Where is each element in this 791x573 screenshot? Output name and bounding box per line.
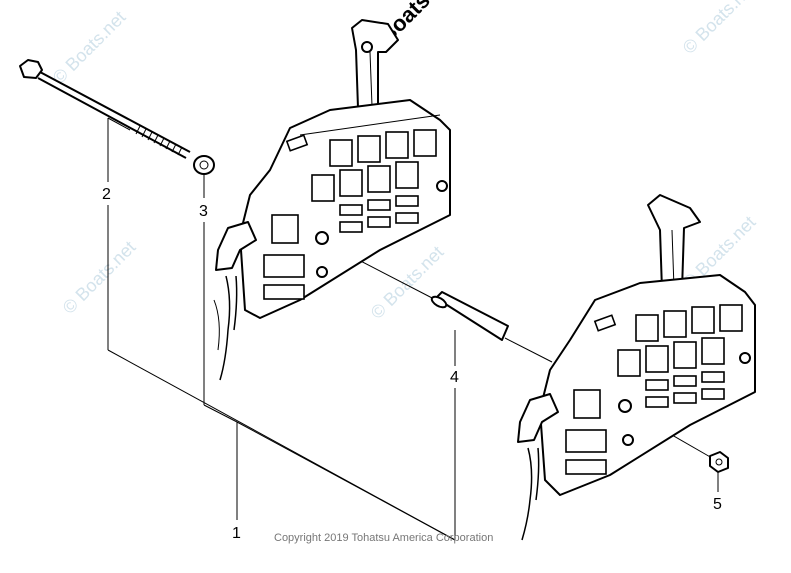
callout-2: 2 bbox=[102, 186, 111, 203]
watermark-3: © Boats.net bbox=[59, 237, 140, 318]
bolt-thread bbox=[135, 125, 183, 156]
pipe bbox=[430, 291, 509, 341]
callout-1: 1 bbox=[232, 525, 241, 542]
watermark-4: © Boats.net bbox=[367, 242, 448, 323]
callout-5: 5 bbox=[713, 496, 722, 513]
remote-control-right bbox=[517, 194, 756, 541]
remote-control-left bbox=[213, 19, 451, 381]
bolt bbox=[19, 59, 191, 159]
washer bbox=[193, 155, 215, 175]
nut bbox=[709, 451, 729, 473]
watermark-2: © Boats.net bbox=[679, 0, 760, 58]
callout-3: 3 bbox=[199, 203, 208, 220]
callout-4: 4 bbox=[450, 369, 459, 386]
watermark-1: © Boats.net bbox=[49, 7, 130, 88]
right-grid bbox=[565, 304, 751, 475]
copyright-text: Copyright 2019 Tohatsu America Corporati… bbox=[274, 532, 493, 544]
left-grid bbox=[263, 129, 448, 300]
callouts: 1 2 3 4 5 bbox=[102, 186, 722, 542]
